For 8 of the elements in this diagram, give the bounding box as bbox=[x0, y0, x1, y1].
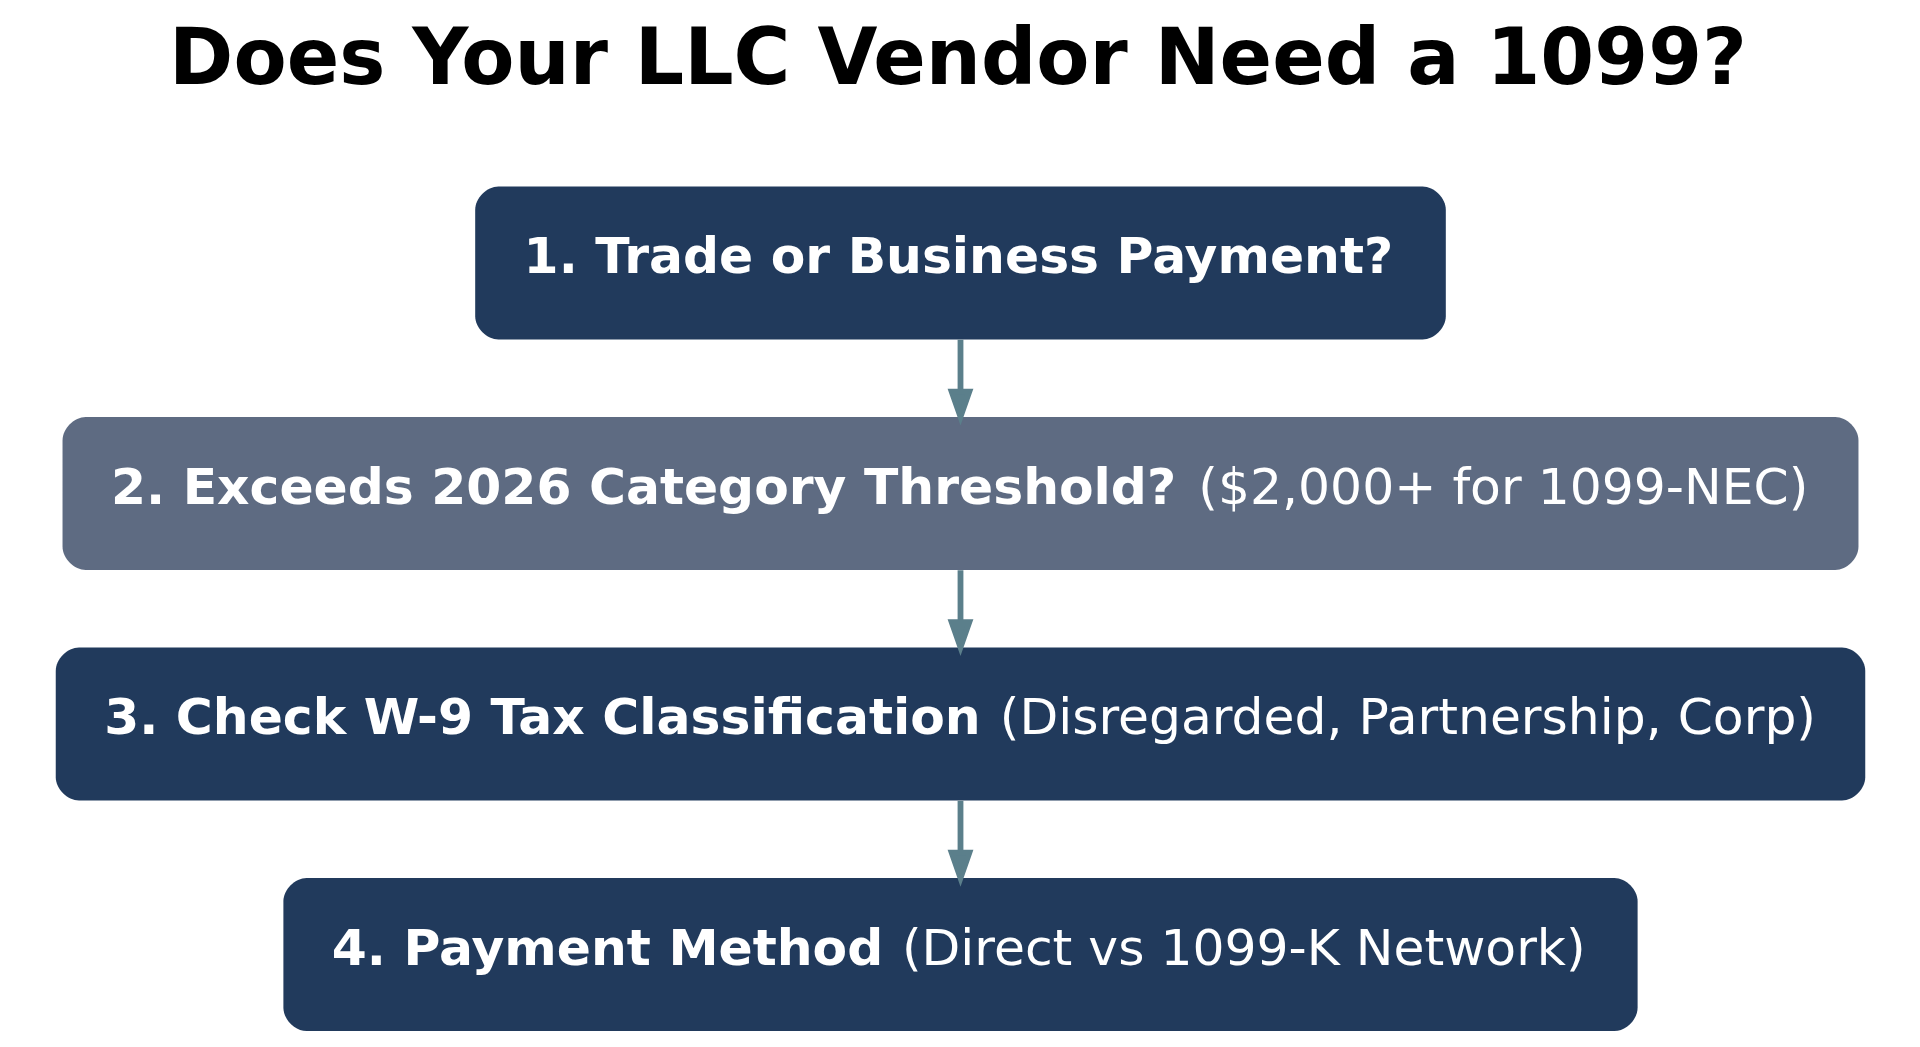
arrow bbox=[947, 570, 973, 657]
node-box: 1. Trade or Business Payment? bbox=[474, 186, 1446, 340]
diagram-title: Does Your LLC Vendor Need a 1099? bbox=[168, 11, 1747, 102]
node-box: 3. Check W-9 Tax Classification (Disregarded, Partnership, Corp) bbox=[55, 647, 1865, 801]
arrow bbox=[947, 339, 973, 426]
node-box: 4. Payment Method (Direct vs 1099-K Network) bbox=[282, 878, 1638, 1032]
node-box: 2. Exceeds 2026 Category Threshold? ($2,000+ for 1099-NEC) bbox=[62, 416, 1858, 570]
arrow bbox=[947, 800, 973, 887]
